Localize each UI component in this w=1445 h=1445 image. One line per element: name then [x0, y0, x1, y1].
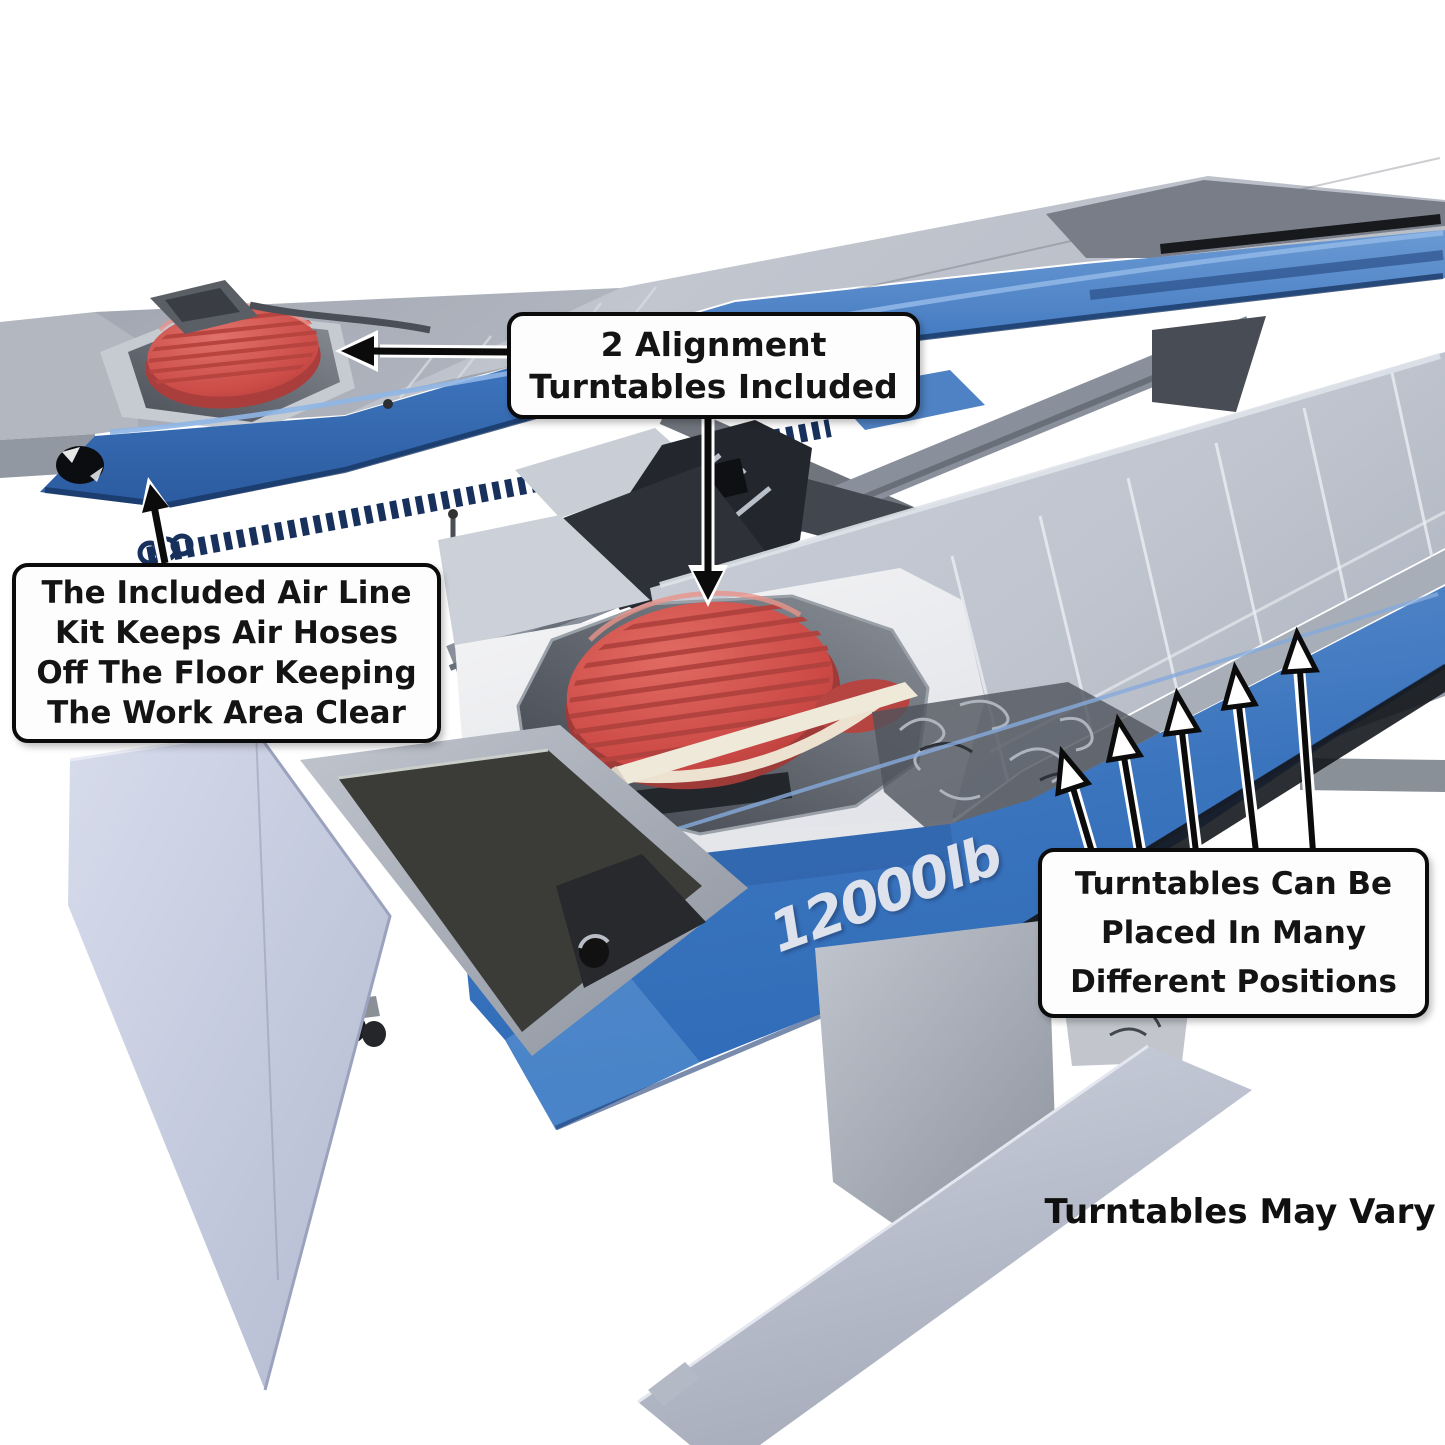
near-runway-blue-beam	[458, 586, 1445, 1130]
callout-line: Turntables Can Be	[1074, 865, 1393, 902]
disclaimer-text: Turntables May Vary	[1044, 1192, 1436, 1232]
callout-air-line-kit: The Included Air Line Kit Keeps Air Hose…	[12, 563, 441, 743]
callout-line: Turntables Included	[529, 366, 898, 406]
arrow-icon-to-near-turntable	[688, 406, 728, 607]
rolling-jack-tray	[1046, 180, 1445, 258]
arrow-icon-position-4	[1220, 661, 1263, 857]
callout-line: The Included Air Line	[41, 575, 412, 611]
far-runway-end-cap	[0, 312, 138, 440]
callout-line: The Work Area Clear	[47, 695, 406, 731]
near-turntable	[516, 590, 1195, 856]
callout-line: Placed In Many	[1100, 914, 1367, 951]
callout-line: Kit Keeps Air Hoses	[54, 615, 399, 651]
arrow-icon-position-2	[1105, 713, 1147, 858]
arrow-icon-to-far-turntable	[335, 330, 510, 372]
far-runway	[0, 157, 1445, 566]
callout-line: Different Positions	[1070, 963, 1397, 1000]
callout-turntable-positions: Turntables Can Be Placed In Many Differe…	[1038, 848, 1429, 1018]
approach-ramp-bottom	[637, 1044, 1252, 1445]
callout-turntables-included: 2 Alignment Turntables Included	[507, 312, 920, 419]
tool-tray	[300, 725, 748, 1056]
callout-line: 2 Alignment	[600, 324, 827, 364]
arrow-icon-position-3	[1162, 687, 1203, 857]
arrow-icon-position-1	[1055, 745, 1099, 858]
arrow-icon-position-5	[1280, 626, 1320, 857]
arrow-icon-to-air-line	[139, 477, 175, 565]
callout-line: Off The Floor Keeping	[36, 655, 417, 691]
approach-ramp-left	[68, 729, 392, 1391]
far-turntable	[100, 280, 431, 432]
